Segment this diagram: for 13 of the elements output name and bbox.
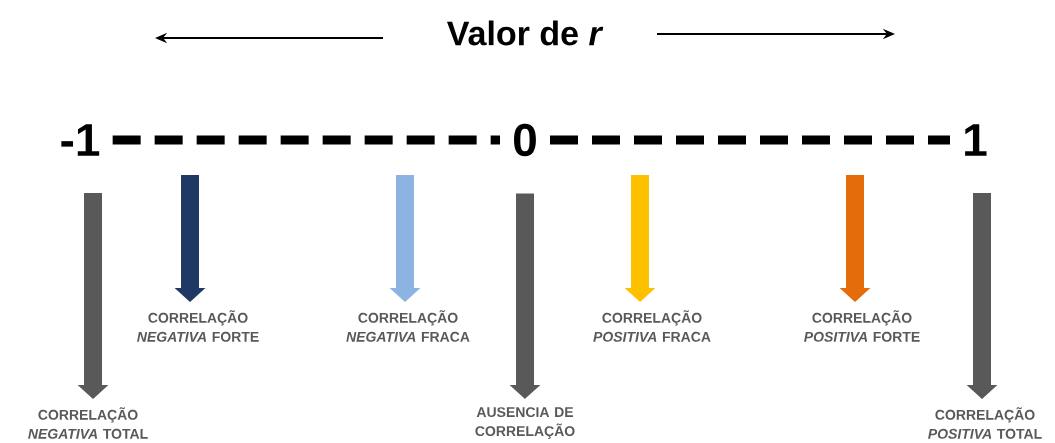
correlation-label: CORRELAÇÃO NEGATIVA FORTE	[137, 310, 259, 342]
correlation-label: AUSENCIA DE CORRELAÇÃO	[475, 407, 575, 439]
dashed-line	[112, 135, 500, 145]
scale-value: 0	[514, 123, 536, 157]
correlation-label: CORRELAÇÃO POSITIVA FRACA	[593, 310, 711, 342]
correlation-label: CORRELAÇÃO POSITIVA FORTE	[804, 310, 920, 342]
scale-value: 1	[965, 124, 987, 156]
correlation-label: CORRELAÇÃO POSITIVA TOTAL	[928, 407, 1042, 439]
scale-value: -1	[61, 124, 100, 156]
correlation-label: CORRELAÇÃO NEGATIVA FRACA	[346, 310, 470, 342]
dashed-line	[550, 135, 950, 145]
title: Valor de r	[447, 20, 604, 46]
correlation-label: CORRELAÇÃO NEGATIVA TOTAL	[28, 407, 148, 439]
